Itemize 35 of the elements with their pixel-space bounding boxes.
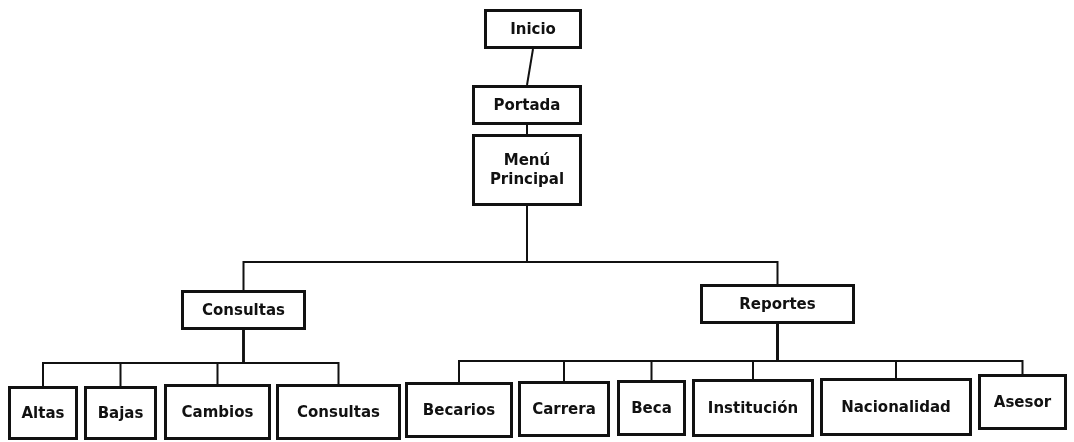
menu-box: [820, 378, 972, 436]
connector-line: [242, 329, 340, 385]
menu-box: [700, 284, 855, 324]
connector-line: [526, 124, 528, 135]
node-label: Altas: [21, 403, 65, 423]
node-label: Beca: [631, 398, 672, 418]
menu-box: [617, 380, 686, 436]
menu-box: [84, 386, 157, 440]
menu-box: [692, 379, 814, 437]
menu-box: [484, 9, 582, 49]
node-label: Consultas: [202, 300, 285, 320]
node-label: Consultas: [297, 402, 380, 422]
menu-box: [978, 374, 1067, 430]
connector-line: [776, 323, 1024, 375]
node-label: Becarios: [422, 400, 496, 420]
menu-box: [164, 384, 271, 440]
node-label: Bajas: [97, 403, 144, 423]
node-label: Portada: [493, 95, 561, 115]
connector-line: [526, 48, 534, 86]
node-label: Inicio: [510, 19, 556, 39]
node-label: Nacionalidad: [841, 397, 951, 417]
menu-box: [472, 85, 582, 125]
menu-box: [405, 382, 513, 438]
node-label: Carrera: [532, 399, 596, 419]
node-label: Asesor: [993, 392, 1052, 412]
menu-box: [8, 386, 78, 440]
node-label: Menú Principal: [488, 151, 566, 189]
menu-box: [181, 290, 306, 330]
node-label: Cambios: [181, 402, 254, 422]
menu-box: [276, 384, 401, 440]
connector-line: [526, 205, 779, 285]
menu-box: [472, 134, 582, 206]
node-label: Institución: [707, 398, 799, 418]
menu-box: [518, 381, 610, 437]
node-label: Reportes: [739, 294, 816, 314]
